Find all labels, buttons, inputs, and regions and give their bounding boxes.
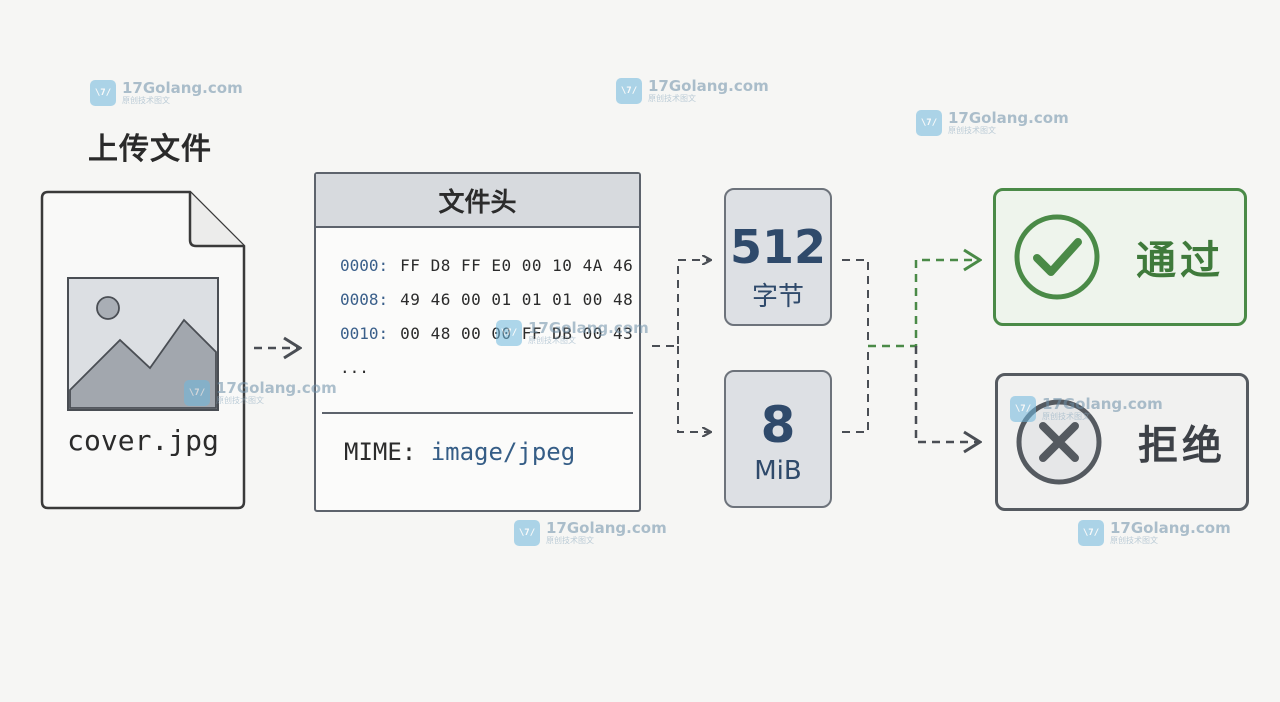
mime-value: image/jpeg bbox=[430, 438, 576, 466]
arrow-to-pass bbox=[868, 260, 980, 348]
watermark-site: 17Golang.com bbox=[528, 318, 649, 337]
mime-label: MIME: bbox=[344, 438, 417, 466]
hex-bytes: FF D8 FF E0 00 10 4A 46 bbox=[400, 256, 634, 275]
result-reject-label: 拒绝 bbox=[1138, 423, 1226, 469]
result-pass: 通过 bbox=[993, 188, 1247, 326]
hex-offset: 0008: bbox=[340, 290, 389, 309]
mime-line: MIME: image/jpeg bbox=[344, 438, 575, 466]
hex-offset: 0000: bbox=[340, 256, 389, 275]
watermark-sub: 原创技术图文 bbox=[122, 95, 170, 105]
watermark-logo-icon: \7/ bbox=[1078, 520, 1104, 546]
divider bbox=[322, 412, 633, 414]
watermark-site: 17Golang.com bbox=[1110, 518, 1231, 537]
hex-offset: 0010: bbox=[340, 324, 389, 343]
watermark-logo-icon: \7/ bbox=[496, 320, 522, 346]
hex-ellipsis: ... bbox=[340, 358, 369, 377]
file-name: cover.jpg bbox=[67, 424, 219, 457]
x-circle-icon bbox=[1016, 399, 1102, 485]
watermark-sub: 原创技术图文 bbox=[948, 125, 996, 135]
watermark-sub: 原创技术图文 bbox=[528, 335, 576, 345]
watermark-logo-icon: \7/ bbox=[90, 80, 116, 106]
arrow-to-reject bbox=[914, 346, 980, 442]
file-header-panel: 文件头 0000: FF D8 FF E0 00 10 4A 46 0008: 49… bbox=[314, 172, 641, 512]
size-limit-value: 512 bbox=[729, 220, 827, 274]
size-limit-unit: 字节 bbox=[751, 282, 804, 312]
watermark-site: 17Golang.com bbox=[1042, 394, 1163, 413]
result-pass-label: 通过 bbox=[1136, 238, 1224, 284]
watermark-site: 17Golang.com bbox=[122, 78, 243, 97]
size-limit-value: 8 bbox=[760, 396, 796, 454]
arrow-header-to-8 bbox=[677, 346, 710, 432]
hex-bytes: 49 46 00 01 01 01 00 48 bbox=[400, 290, 634, 309]
watermark-sub: 原创技术图文 bbox=[216, 395, 264, 405]
hex-row: 0000: FF D8 FF E0 00 10 4A 46 bbox=[340, 256, 633, 290]
watermark-sub: 原创技术图文 bbox=[1110, 535, 1158, 545]
check-circle-icon bbox=[1014, 214, 1100, 300]
watermark-site: 17Golang.com bbox=[546, 518, 667, 537]
file-header-title: 文件头 bbox=[316, 174, 639, 228]
hex-dump: 0000: FF D8 FF E0 00 10 4A 46 0008: 49 46 … bbox=[340, 256, 633, 388]
watermark-logo-icon: \7/ bbox=[916, 110, 942, 136]
connector-512 bbox=[842, 259, 869, 346]
size-limit-bytes: 512 字节 bbox=[724, 188, 832, 326]
file-card bbox=[40, 190, 246, 510]
watermark-logo-icon: \7/ bbox=[514, 520, 540, 546]
result-reject: 拒绝 bbox=[995, 373, 1249, 511]
watermark-logo-icon: \7/ bbox=[616, 78, 642, 104]
watermark-logo-icon: \7/ bbox=[184, 380, 210, 406]
arrow-header-to-512 bbox=[652, 260, 710, 347]
connector-8 bbox=[842, 346, 869, 433]
image-thumbnail-icon bbox=[67, 277, 219, 411]
watermark-sub: 原创技术图文 bbox=[546, 535, 594, 545]
watermark-site: 17Golang.com bbox=[216, 378, 337, 397]
file-document-icon bbox=[40, 190, 246, 510]
size-limit-unit: MiB bbox=[754, 456, 802, 486]
watermark-site: 17Golang.com bbox=[648, 76, 769, 95]
watermark-sub: 原创技术图文 bbox=[1042, 411, 1090, 421]
watermark-logo-icon: \7/ bbox=[1010, 396, 1036, 422]
watermark-sub: 原创技术图文 bbox=[648, 93, 696, 103]
watermark-site: 17Golang.com bbox=[948, 108, 1069, 127]
page-title: 上传文件 bbox=[88, 132, 212, 167]
hex-row: 0008: 49 46 00 01 01 01 00 48 bbox=[340, 290, 633, 324]
size-limit-mib: 8 MiB bbox=[724, 370, 832, 508]
